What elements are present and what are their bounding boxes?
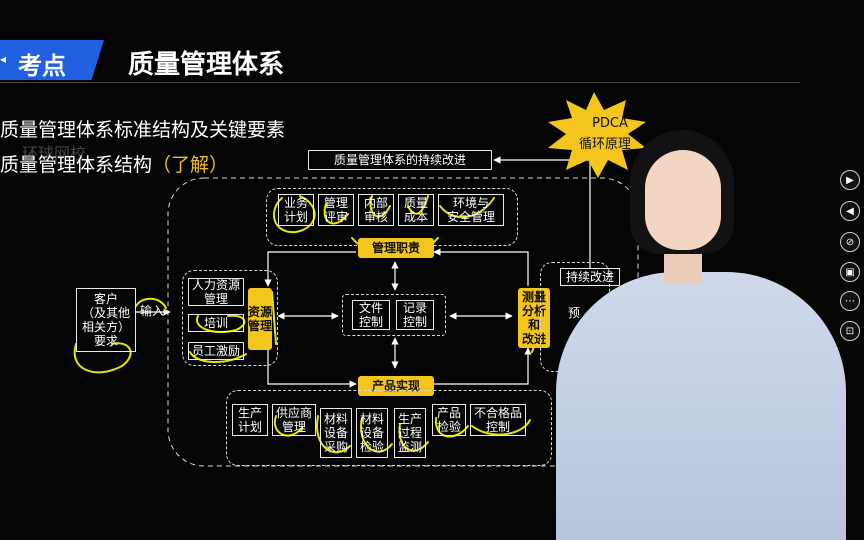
continuous-improvement-right: 持续改进 bbox=[560, 268, 620, 286]
rewind-icon[interactable]: ◀ bbox=[840, 201, 860, 221]
bottom-item-supplier-management: 供应商 管理 bbox=[272, 404, 316, 436]
resource-item-motivation: 员工激励 bbox=[188, 342, 244, 360]
right-partial-label-1: 预 bbox=[568, 306, 581, 320]
pdca-badge-line1: PDCA bbox=[592, 116, 628, 131]
center-group bbox=[342, 294, 446, 336]
title-divider bbox=[0, 82, 800, 83]
resource-item-hr: 人力资源 管理 bbox=[188, 278, 244, 306]
bottom-item-product-inspection: 产品 检验 bbox=[432, 404, 466, 436]
input-label: 输入 bbox=[140, 304, 165, 318]
resource-item-training: 培训 bbox=[188, 314, 244, 332]
record-control: 记录 控制 bbox=[396, 300, 434, 330]
bottom-item-production-plan: 生产 计划 bbox=[232, 404, 268, 436]
pdca-badge-line2: 循环原理 bbox=[578, 137, 631, 152]
mr-right-arrow bbox=[433, 248, 529, 286]
bottom-item-nonconforming-control: 不合格品 控制 bbox=[470, 404, 526, 436]
heading-line-2-main: 质量管理体系结构 bbox=[0, 154, 153, 176]
heading-line-1: 质量管理体系标准结构及关键要素 bbox=[0, 119, 286, 141]
management-responsibility: 管理职责 bbox=[358, 238, 434, 258]
pdca-star bbox=[548, 92, 646, 178]
pr-meas-arrow bbox=[434, 347, 532, 385]
fullscreen-icon[interactable]: ⊡ bbox=[840, 321, 860, 341]
heading-line-2: 质量管理体系结构（了解） bbox=[0, 150, 228, 177]
more-icon[interactable]: ⋯ bbox=[840, 291, 860, 311]
bottom-item-material-inspection: 材料 设备 检验 bbox=[356, 408, 388, 458]
product-realization: 产品实现 bbox=[358, 376, 434, 396]
mute-icon[interactable]: ⊘ bbox=[840, 232, 860, 252]
page-title: 质量管理体系 bbox=[128, 50, 285, 80]
presenter-face bbox=[645, 150, 721, 250]
top-item-management-review: 管理 评审 bbox=[318, 194, 354, 226]
document-control: 文件 控制 bbox=[352, 300, 390, 330]
top-item-environment-safety: 环境与 安全管理 bbox=[438, 194, 504, 226]
top-item-business-plan: 业务 计划 bbox=[278, 194, 314, 226]
top-item-internal-audit: 内部 审核 bbox=[358, 194, 394, 226]
customer-requirements: 客户 （及其他 相关方） 要求 bbox=[76, 288, 136, 352]
mr-left-arrow bbox=[264, 251, 356, 287]
arrow-icon: ◂ bbox=[0, 52, 7, 66]
resource-group bbox=[182, 270, 278, 366]
bottom-group bbox=[226, 390, 552, 466]
res-pr-arrow bbox=[267, 344, 357, 388]
play-icon[interactable]: ▶ bbox=[840, 170, 860, 190]
top-item-quality-cost: 质量 成本 bbox=[398, 194, 434, 226]
header-tab-label: 考点 bbox=[18, 52, 66, 80]
screenshot-icon[interactable]: ▣ bbox=[840, 262, 860, 282]
heading-line-2-accent: （了解） bbox=[152, 154, 229, 176]
presenter-body bbox=[556, 272, 846, 540]
bottom-item-process-monitoring: 生产 过程 监测 bbox=[394, 408, 426, 458]
continuous-improvement-top: 质量管理体系的持续改进 bbox=[308, 150, 492, 170]
bottom-item-material-purchase: 材料 设备 采购 bbox=[320, 408, 352, 458]
watermark: 环球网校 bbox=[22, 144, 87, 163]
header-tab bbox=[0, 40, 104, 80]
resource-management: 资源 管理 bbox=[248, 288, 272, 350]
measurement-analysis-improvement: 测量 分析 和 改进 bbox=[518, 288, 550, 348]
